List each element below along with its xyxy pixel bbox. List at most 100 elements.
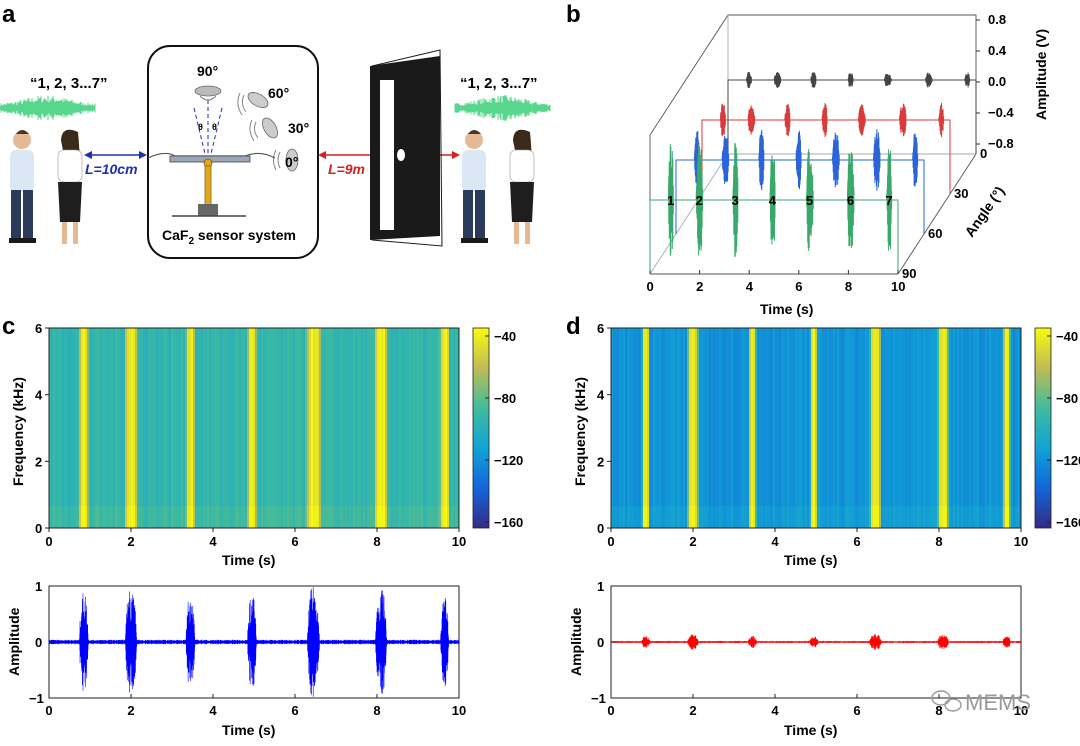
sensor-membrane <box>147 152 276 217</box>
spectrogram-lowband <box>879 506 882 528</box>
spectrogram-column <box>113 328 116 528</box>
spectrogram-lowband <box>437 506 440 528</box>
waveform-y-tick-label: 1 <box>35 579 42 594</box>
spectrogram-column <box>105 328 108 528</box>
spectrogram-column <box>153 328 156 528</box>
spectrogram-lowband <box>761 506 764 528</box>
spectrogram-column <box>877 328 880 528</box>
spectrogram-lowband <box>99 506 102 528</box>
spectrogram-lowband <box>251 506 254 528</box>
spectrogram-column <box>835 328 838 528</box>
spectrogram-column <box>713 328 716 528</box>
spectrogram-lowband <box>627 506 630 528</box>
spectrogram-column <box>187 328 190 528</box>
spectrogram-column <box>207 328 210 528</box>
spectrogram-lowband <box>331 506 334 528</box>
spectrogram-column <box>341 328 344 528</box>
spectrogram-column <box>733 328 736 528</box>
spectrogram-lowband <box>927 506 930 528</box>
spectrogram-lowband <box>61 506 64 528</box>
spectrogram-lowband <box>415 506 418 528</box>
spectrogram-lowband <box>321 506 324 528</box>
spectrogram-column <box>683 328 686 528</box>
spectrogram-column <box>775 328 778 528</box>
spectrogram-lowband <box>161 506 164 528</box>
spectrogram-lowband <box>145 506 148 528</box>
spectrogram-lowband <box>743 506 746 528</box>
spectrogram-lowband <box>419 506 422 528</box>
spectrogram-lowband <box>765 506 768 528</box>
waveform-x-tick-label: 0 <box>45 703 52 718</box>
spectrogram-column <box>709 328 712 528</box>
spectrogram-lowband <box>181 506 184 528</box>
spectrogram-lowband <box>95 506 98 528</box>
spectrogram-column <box>921 328 924 528</box>
spectrogram-column <box>657 328 660 528</box>
spectrogram-column <box>643 328 646 528</box>
spectrogram-column <box>721 328 724 528</box>
spectrogram-column <box>71 328 74 528</box>
spectrogram-column <box>863 328 866 528</box>
theta-label-right: θ <box>212 122 217 132</box>
spectrogram-column <box>861 328 864 528</box>
spectrogram-column <box>1003 328 1006 528</box>
spectrogram-column <box>385 328 388 528</box>
spectrogram-lowband <box>931 506 934 528</box>
spectrogram-lowband <box>705 506 708 528</box>
spectrogram-column <box>199 328 202 528</box>
spectrogram-column <box>335 328 338 528</box>
spectrogram-lowband <box>733 506 736 528</box>
spectrogram-lowband <box>113 506 116 528</box>
spectrogram-column <box>323 328 326 528</box>
spectrogram-lowband <box>775 506 778 528</box>
spectrogram-column <box>141 328 144 528</box>
spectrogram-column <box>133 328 136 528</box>
spectrogram-lowband <box>1015 506 1018 528</box>
people-left-icon <box>9 129 83 244</box>
spectrogram-lowband <box>855 506 858 528</box>
spectrogram-x-tick-label: 0 <box>45 534 52 549</box>
spectrogram-lowband <box>759 506 762 528</box>
spectrogram-column <box>131 328 134 528</box>
spectrogram-column <box>239 328 242 528</box>
spectrogram-column <box>883 328 886 528</box>
spectrogram-lowband <box>831 506 834 528</box>
colorbar-tick-label: −160 <box>494 515 523 530</box>
spectrogram-column <box>425 328 428 528</box>
spectrogram-lowband <box>171 506 174 528</box>
spectrogram-lowband <box>857 506 860 528</box>
spectrogram-column <box>61 328 64 528</box>
spectrogram-lowband <box>769 506 772 528</box>
spectrogram-lowband <box>701 506 704 528</box>
spectrogram-lowband <box>753 506 756 528</box>
spectrogram-column <box>909 328 912 528</box>
spectrogram-column <box>777 328 780 528</box>
spectrogram-column <box>297 328 300 528</box>
spectrogram-lowband <box>825 506 828 528</box>
spectrogram-lowband <box>287 506 290 528</box>
spectrogram-lowband <box>939 506 942 528</box>
spectrogram-lowband <box>307 506 310 528</box>
spectrogram-column <box>755 328 758 528</box>
spectrogram-lowband <box>201 506 204 528</box>
spectrogram-column <box>677 328 680 528</box>
spectrogram-column <box>367 328 370 528</box>
spectrogram-lowband <box>645 506 648 528</box>
spectrogram-column <box>893 328 896 528</box>
spectrogram-column <box>965 328 968 528</box>
spectrogram-column <box>939 328 942 528</box>
spectrogram-column <box>55 328 58 528</box>
spectrogram-lowband <box>399 506 402 528</box>
spectrogram-lowband <box>177 506 180 528</box>
spectrogram-lowband <box>457 506 460 528</box>
spectrogram-column <box>765 328 768 528</box>
spectrogram-lowband <box>717 506 720 528</box>
spectrogram-lowband <box>105 506 108 528</box>
spectrogram-column <box>945 328 948 528</box>
waterfall-x-tick-label: 2 <box>696 279 703 294</box>
spectrogram-lowband <box>859 506 862 528</box>
spectrogram-lowband <box>815 506 818 528</box>
spectrogram-column <box>629 328 632 528</box>
spectrogram-lowband <box>633 506 636 528</box>
spectrogram-lowband <box>221 506 224 528</box>
